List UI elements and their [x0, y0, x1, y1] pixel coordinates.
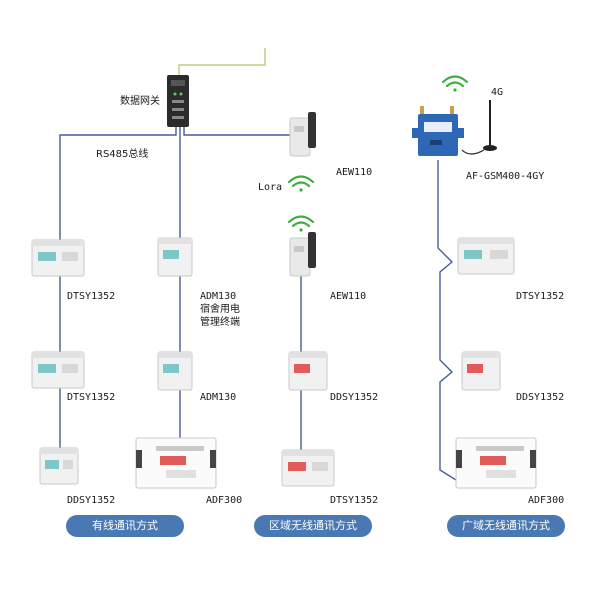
gateway-to-aew-line [183, 125, 290, 136]
data-gateway-device [167, 75, 189, 127]
label-ddsy1352-wide-mid: DDSY1352 [516, 392, 564, 403]
label-adf300-right: ADF300 [528, 495, 564, 506]
label-dtsy1352-wired-top: DTSY1352 [67, 291, 115, 302]
dtsy1352-meter-wide-top [457, 237, 515, 275]
category-wide-wireless: 广域无线通讯方式 [447, 515, 565, 537]
adm130-meter-top [157, 237, 193, 277]
aew110-lora-module-top [289, 112, 316, 157]
rs485-bus-label: RS485总线 [96, 147, 148, 160]
category-wired: 有线通讯方式 [66, 515, 184, 537]
label-dtsy1352-wired-mid: DTSY1352 [67, 392, 115, 403]
label-adm130-desc-1: 宿舍用电 [200, 302, 240, 315]
ddsy1352-meter-lora [288, 351, 328, 391]
label-aew110-top: AEW110 [336, 167, 372, 178]
label-adm130-top: ADM130 [200, 291, 236, 302]
label-adm130-mid: ADM130 [200, 392, 236, 403]
wifi-icon-4g-modem [441, 75, 469, 92]
adf300-cabinet-right [455, 437, 537, 489]
category-local-wireless: 区域无线通讯方式 [254, 515, 372, 537]
label-ddsy1352-lora: DDSY1352 [330, 392, 378, 403]
wide-area-wireless-line [437, 160, 457, 481]
dtsy1352-meter-lora [281, 449, 335, 487]
connection-lines [59, 125, 457, 481]
adm130-meter-mid [157, 351, 193, 391]
4g-antenna [461, 100, 497, 155]
ddsy1352-meter-wired-bot [39, 447, 79, 485]
dtsy1352-meter-wired-mid [31, 351, 85, 389]
ddsy1352-meter-wide-mid [461, 351, 501, 391]
label-af-gsm400-4gy: AF-GSM400-4GY [466, 171, 544, 182]
label-adm130-desc-2: 管理终端 [200, 315, 240, 328]
label-lora: Lora [258, 182, 282, 193]
label-aew110-mid: AEW110 [330, 291, 366, 302]
gateway-antenna-line [178, 48, 266, 75]
adf300-cabinet-left [135, 437, 217, 489]
wifi-icon-lora-link [287, 175, 315, 192]
aew110-lora-module-mid [289, 232, 316, 277]
4g-modem-device [412, 106, 464, 156]
label-4g: 4G [491, 87, 503, 98]
label-adf300-left: ADF300 [206, 495, 242, 506]
dtsy1352-meter-wired-top [31, 239, 85, 277]
label-dtsy1352-lora: DTSY1352 [330, 495, 378, 506]
gateway-label: 数据网关 [120, 94, 160, 107]
wifi-icon-aew110-mid [287, 215, 315, 232]
rs485-bus-line [59, 125, 177, 460]
label-dtsy1352-wide-top: DTSY1352 [516, 291, 564, 302]
label-ddsy1352-wired-bot: DDSY1352 [67, 495, 115, 506]
